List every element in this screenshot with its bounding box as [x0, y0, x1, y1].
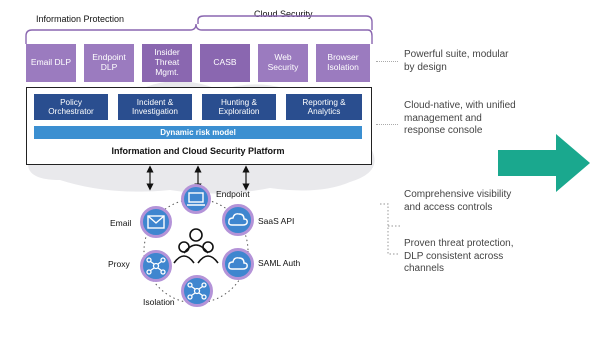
saml-auth-node	[222, 248, 254, 280]
envelope-icon	[147, 215, 165, 229]
leader-cloud-native	[376, 124, 398, 125]
endpoint-node	[181, 184, 211, 214]
saas-api-node	[222, 204, 254, 236]
dynamic-risk-model-bar: Dynamic risk model	[34, 126, 362, 139]
isolation-label: Isolation	[143, 297, 175, 307]
network-icon	[146, 257, 166, 275]
cloud-icon	[228, 257, 248, 270]
saas-api-label: SaaS API	[258, 216, 295, 226]
email-node	[140, 206, 172, 238]
cloud-security-label: Cloud Security	[254, 9, 313, 19]
module-reporting-analytics: Reporting & Analytics	[286, 94, 362, 120]
proxy-node	[140, 250, 172, 282]
laptop-icon	[187, 192, 205, 206]
cloud-icon	[228, 213, 248, 226]
email-label: Email	[110, 218, 132, 228]
module-incident-investigation: Incident & Investigation	[118, 94, 192, 120]
product-casb: CASB	[200, 44, 250, 82]
isolation-node	[181, 275, 213, 307]
note-suite: Powerful suite, modular by design	[404, 49, 509, 73]
info-protection-label: Information Protection	[36, 14, 125, 24]
note-visibility: Comprehensive visibility and access cont…	[404, 189, 512, 213]
product-browser-isolation: Browser Isolation	[316, 44, 370, 82]
users-icon	[173, 228, 219, 264]
product-email-dlp: Email DLP	[26, 44, 76, 82]
product-insider-threat: Insider Threat Mgmt.	[142, 44, 192, 82]
product-endpoint-dlp: Endpoint DLP	[84, 44, 134, 82]
saml-auth-label: SAML Auth	[258, 258, 301, 268]
leader-bracket	[380, 203, 400, 255]
module-policy-orchestrator: Policy Orchestrator	[34, 94, 108, 120]
network-icon	[187, 282, 207, 300]
platform-title: Information and Cloud Security Platform	[111, 146, 285, 156]
module-hunting-exploration: Hunting & Exploration	[202, 94, 276, 120]
note-threat: Proven threat protection, DLP consistent…	[404, 238, 514, 274]
leader-suite	[376, 61, 398, 62]
brackets	[25, 15, 373, 44]
note-cloud-native: Cloud-native, with unified management an…	[404, 100, 516, 136]
proxy-label: Proxy	[108, 259, 130, 269]
endpoint-label: Endpoint	[216, 189, 250, 199]
product-web-security: Web Security	[258, 44, 308, 82]
arrow-right-icon	[498, 134, 590, 192]
